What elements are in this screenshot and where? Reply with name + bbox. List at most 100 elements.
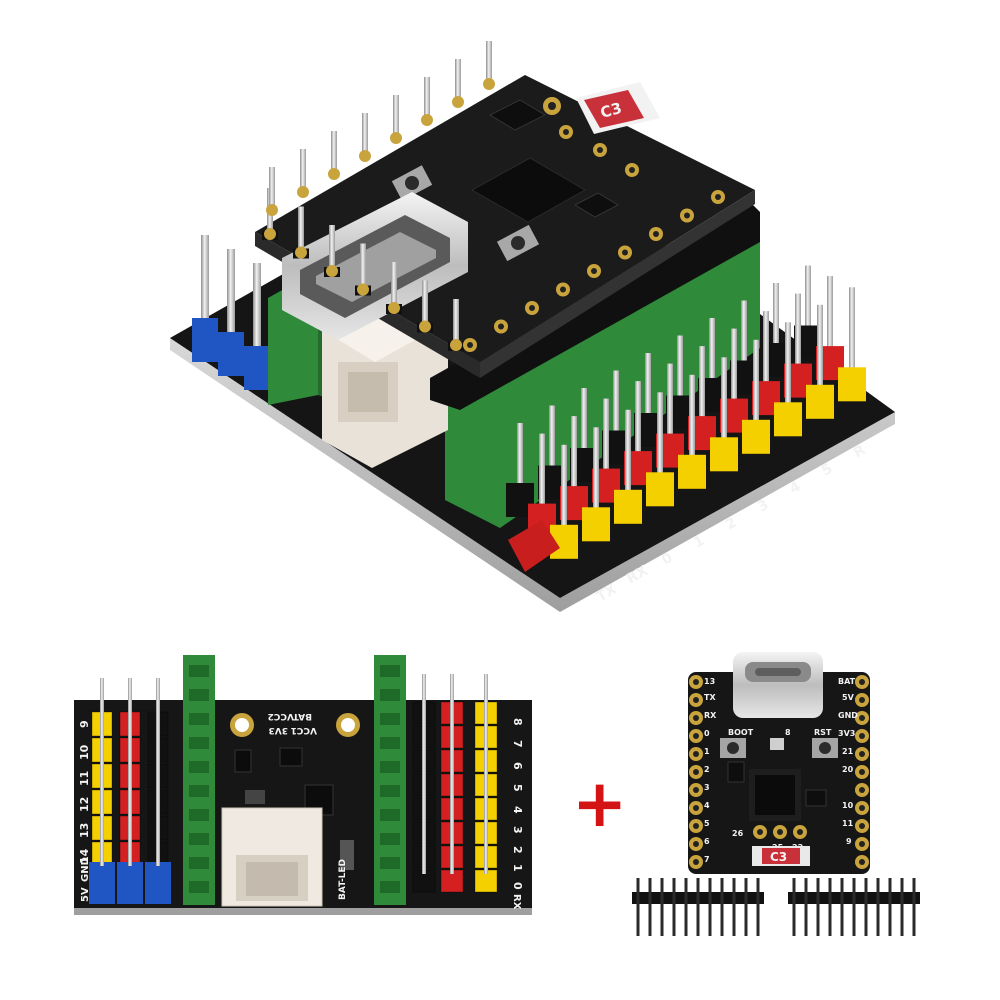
header-pin <box>852 878 856 936</box>
shield-right-label-4: 4 <box>511 806 524 814</box>
power-label-3v3: 3V3 <box>269 725 289 735</box>
gold-pad <box>357 283 369 296</box>
blue-header-pin <box>227 249 235 344</box>
front-header-pin <box>817 304 823 395</box>
loose-pin-header-right <box>788 878 920 936</box>
shield-header-pin <box>156 730 160 768</box>
pad-hole <box>467 342 473 348</box>
bat-led-label: BAT-LED <box>338 859 348 900</box>
header-pin <box>876 878 880 936</box>
shield-header-pin <box>450 842 454 874</box>
pad-hole <box>591 268 597 274</box>
pad-hole <box>859 787 865 793</box>
shield-header-pin <box>422 746 426 778</box>
controller-c3-badge: C3 <box>752 846 810 866</box>
terminal-slot <box>380 737 400 749</box>
ctrl-top-label-boot: BOOT <box>728 728 754 737</box>
pad-hole <box>693 715 699 721</box>
ctrl-top-label-8: 8 <box>785 728 791 737</box>
pad-hole <box>693 805 699 811</box>
front-header-block <box>806 384 834 419</box>
gold-pad <box>452 96 464 108</box>
ctrl-left-6: 6 <box>704 837 710 846</box>
front-header-pin <box>721 357 727 448</box>
pad-hole <box>693 859 699 865</box>
pad-hole <box>693 697 699 703</box>
controller-boot-button <box>720 738 746 758</box>
controller-board-top: C3 <box>255 75 755 378</box>
edge-label-3: 3 <box>755 497 771 516</box>
shield-chip-2 <box>234 749 252 773</box>
header-pin <box>840 878 844 936</box>
controller-pin <box>331 131 337 176</box>
front-header-pin <box>645 353 651 423</box>
power-label-vcc1: VCC1 <box>291 725 317 735</box>
regulator-chip <box>573 192 620 218</box>
shield-header-pin <box>128 704 132 742</box>
shield-left-label-12: 12 <box>78 797 91 812</box>
shield-chip-1 <box>279 747 303 767</box>
red-header-end <box>508 520 560 572</box>
front-header-pin <box>581 388 587 458</box>
front-header-block <box>710 437 738 472</box>
header-pin <box>888 878 892 936</box>
pad-hole <box>693 733 699 739</box>
gold-pad <box>326 265 338 277</box>
gold-pad <box>328 168 340 180</box>
usb-c-port <box>282 192 468 340</box>
shield-right-label-1: 1 <box>511 864 524 872</box>
edge-label-4: 4 <box>787 479 804 498</box>
gold-pad <box>390 132 402 144</box>
controller-reset-button <box>812 738 838 758</box>
controller-pin <box>329 225 335 273</box>
ctrl-right-3v3: 3V3 <box>838 729 855 738</box>
front-header-pin <box>773 283 779 353</box>
controller-esp32-chip <box>751 771 799 819</box>
pad-hole <box>529 305 535 311</box>
shield-right-label-7: 7 <box>511 740 524 748</box>
shield-left-headers <box>89 678 171 904</box>
front-header-block <box>646 472 674 507</box>
terminal-slot <box>189 713 209 725</box>
gold-pad <box>419 320 431 333</box>
controller-right-labels: BAT 5V GND 3V3 21 20 10 11 9 <box>838 677 858 846</box>
ctrl-left-7: 7 <box>704 855 710 864</box>
blue-header-pin <box>253 263 261 358</box>
terminal-slot <box>189 857 209 869</box>
controller-pin <box>453 299 459 347</box>
edge-label-0: 0 <box>659 550 676 569</box>
ctrl-right-21: 21 <box>842 747 854 756</box>
gold-pad <box>421 114 433 126</box>
terminal-slot <box>380 665 400 677</box>
blue-pin-headers <box>192 235 270 390</box>
pad-hole <box>560 286 566 293</box>
controller-pin <box>300 149 306 194</box>
pad-hole <box>859 859 865 865</box>
shield-right-label-3: 3 <box>511 826 524 834</box>
ctrl-bottom-label-26: 26 <box>732 829 744 838</box>
front-header-block <box>678 454 706 489</box>
front-header-pin <box>805 265 811 336</box>
controller-usb-c <box>733 652 823 718</box>
front-header-pin <box>741 300 747 371</box>
shield-left-label-14: 14 <box>78 848 91 864</box>
ctrl-right-gnd: GND <box>838 711 858 720</box>
controller-pin <box>424 77 430 122</box>
header-pin <box>648 878 652 936</box>
shield-header-pin <box>100 782 104 820</box>
terminal-slot <box>189 689 209 701</box>
shield-header-pin <box>422 722 426 754</box>
controller-small-part <box>770 738 784 750</box>
terminal-slot <box>380 785 400 797</box>
shield-header-pin <box>450 818 454 850</box>
shield-right-headers <box>412 674 498 893</box>
front-header-pin <box>635 381 641 462</box>
front-header-pin <box>613 370 619 441</box>
pad-hole <box>498 323 504 330</box>
front-header-pin <box>677 335 683 406</box>
gold-pad <box>295 246 307 259</box>
shield-header-pin <box>128 782 132 820</box>
pad-hole <box>653 231 659 237</box>
terminal-slot <box>380 809 400 821</box>
